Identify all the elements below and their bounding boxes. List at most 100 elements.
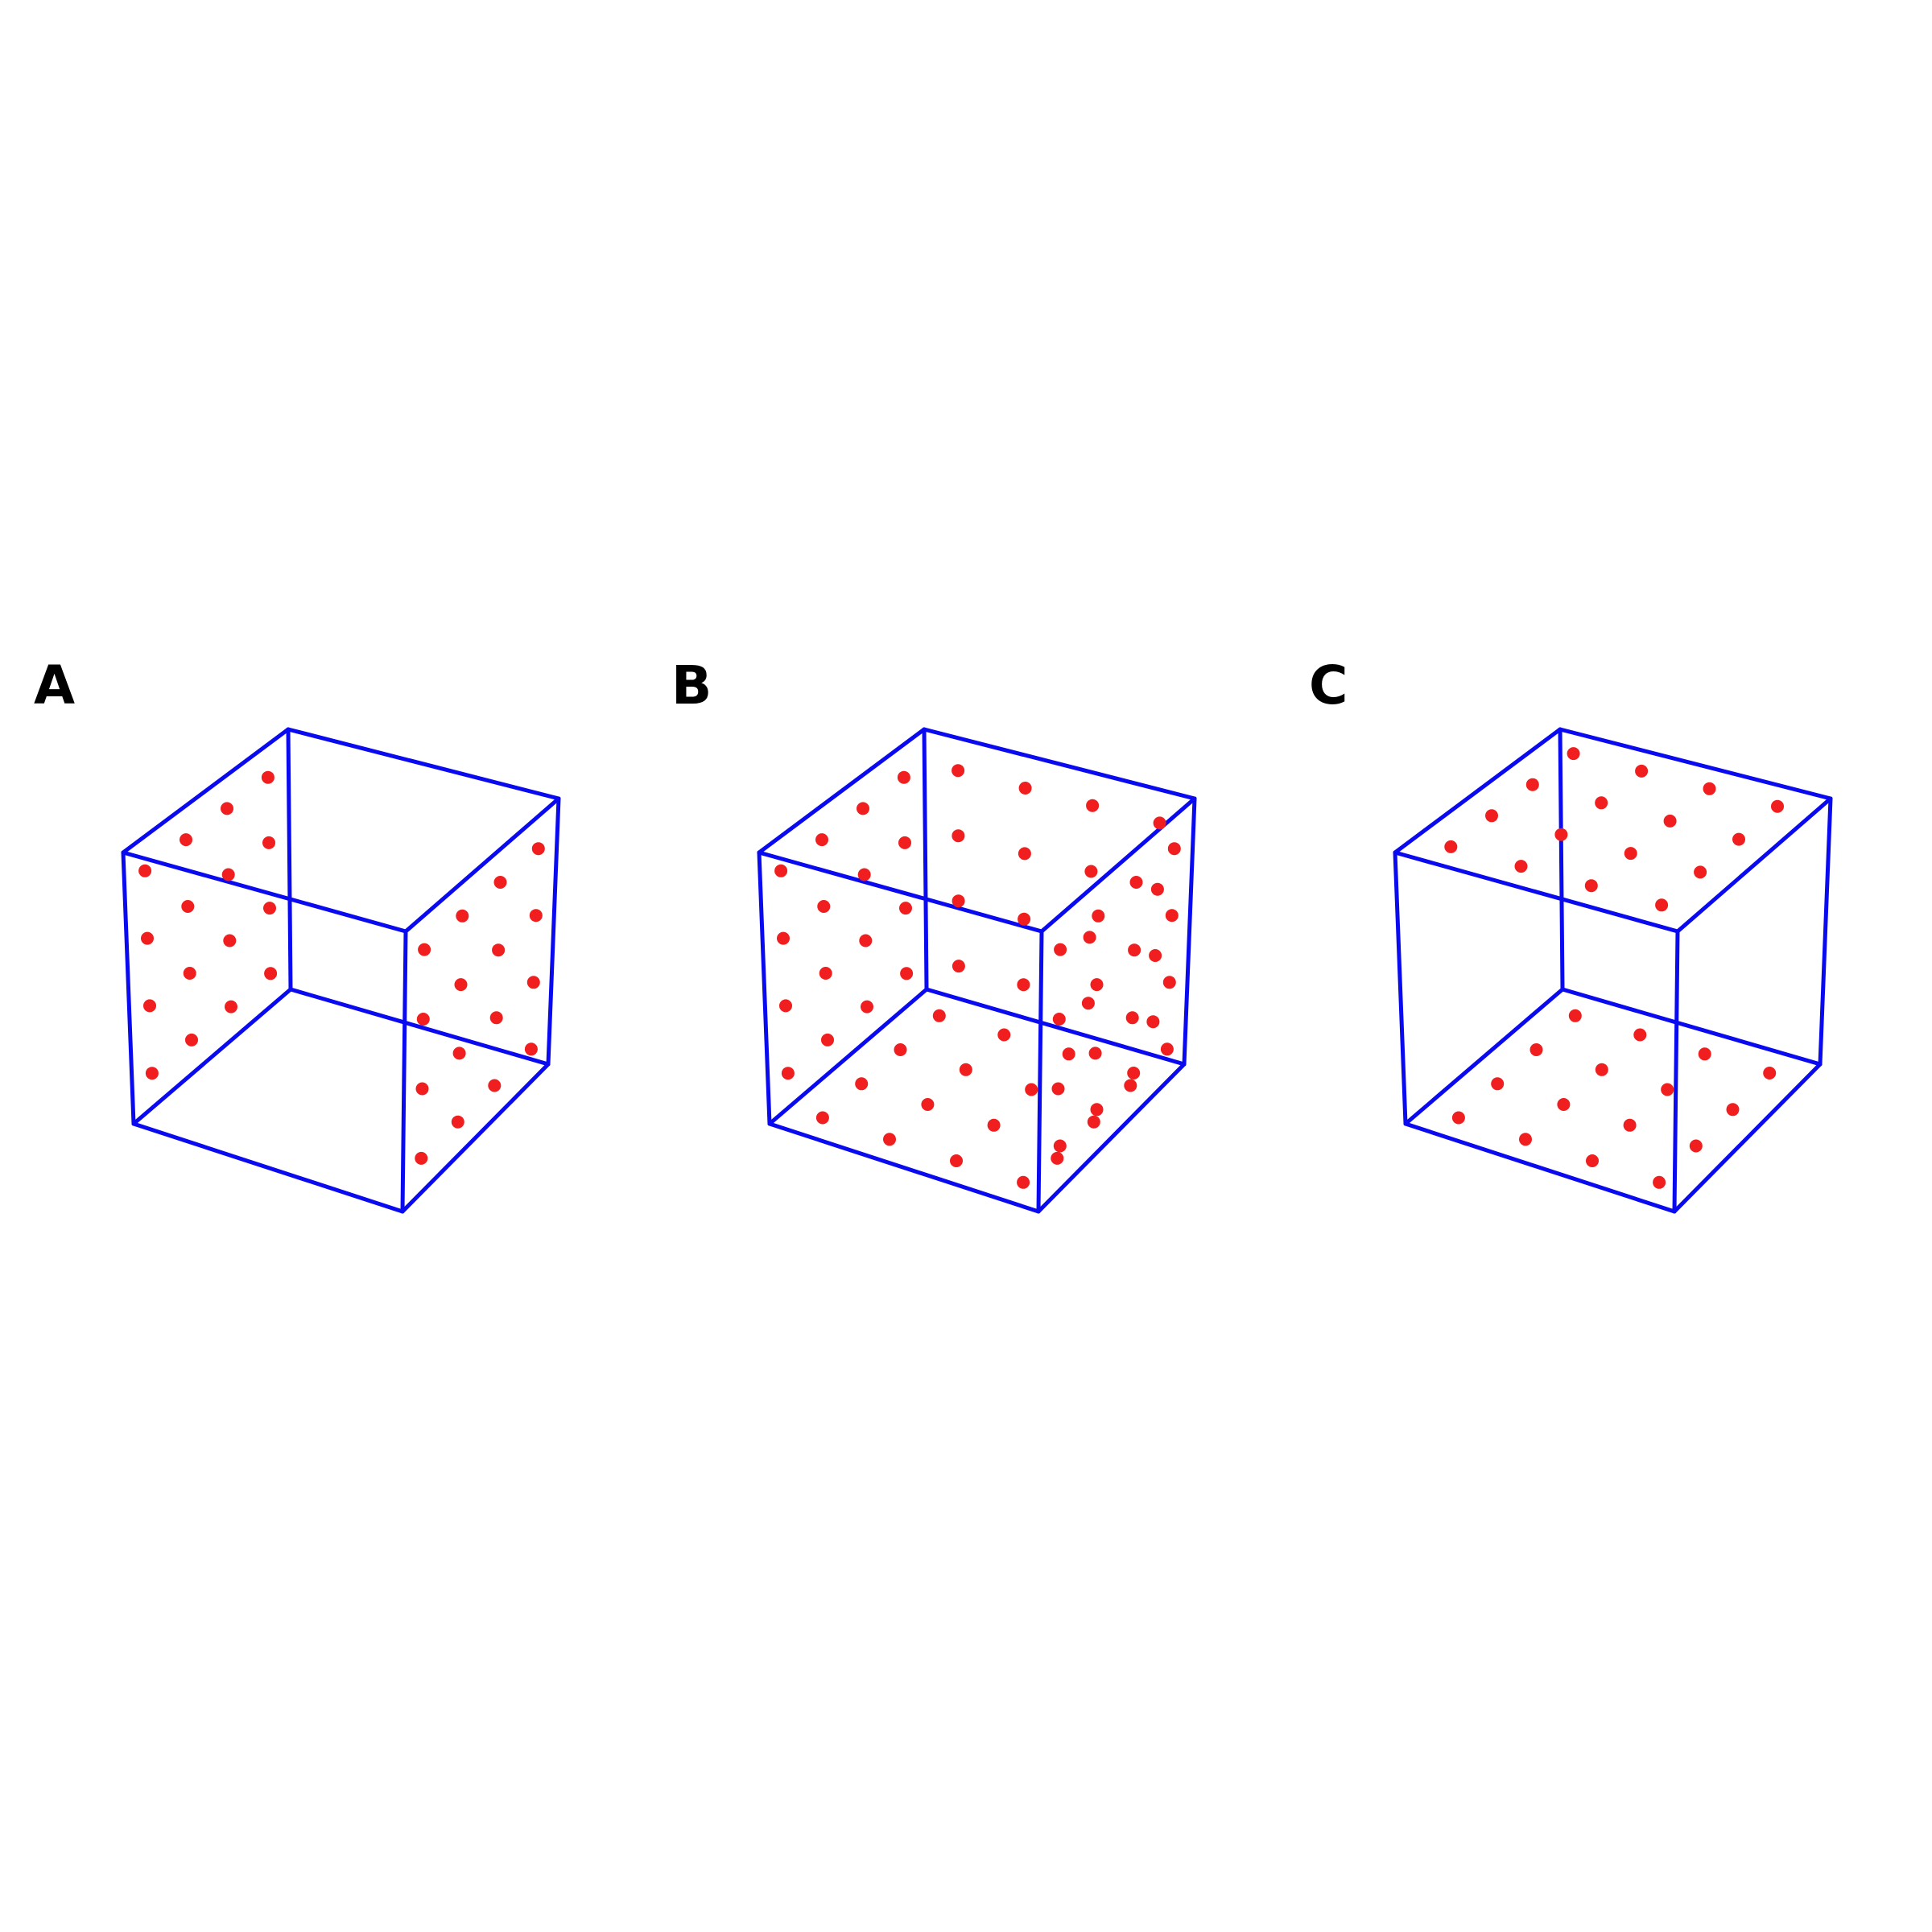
red-dots-b xyxy=(774,764,1181,1189)
cube-edge-fbr-bbr xyxy=(400,1062,551,1214)
red-dots-a xyxy=(138,770,545,1165)
dot-bottom-face xyxy=(1025,1083,1038,1096)
dot-left-face xyxy=(861,1000,873,1013)
dot-bottom-face xyxy=(1451,1111,1465,1125)
dot-bottom-face xyxy=(1595,1063,1608,1076)
dot-top-face xyxy=(1703,782,1716,795)
dot-top-face xyxy=(1584,879,1598,893)
dot-right-face xyxy=(492,943,506,957)
dot-top-face xyxy=(1595,796,1608,810)
dot-bottom-face xyxy=(1586,1154,1599,1167)
cube-edge-ftr-btr xyxy=(403,796,561,934)
dot-top-face xyxy=(1485,809,1498,823)
dot-left-face xyxy=(221,802,233,815)
dot-bottom-face xyxy=(883,1133,896,1146)
dot-top-face xyxy=(1655,898,1669,912)
dot-back-face xyxy=(952,960,965,973)
dot-bottom-face xyxy=(987,1118,1001,1132)
dot-bottom-face xyxy=(1090,1103,1104,1117)
dot-left-face xyxy=(223,934,237,947)
dot-back-face xyxy=(952,764,965,778)
dot-right-face xyxy=(1051,1151,1064,1165)
panel-a: A xyxy=(34,654,561,1214)
dot-right-face xyxy=(1125,1011,1139,1025)
panel-c: C xyxy=(1309,654,1833,1214)
dot-right-face xyxy=(529,909,543,923)
cube-edge-fbl-ftl xyxy=(757,850,772,1126)
dot-left-face xyxy=(141,931,154,945)
cube-edge-fbr-fbl xyxy=(131,1121,405,1214)
dot-bottom-face xyxy=(1623,1118,1637,1132)
dot-right-face xyxy=(531,842,545,856)
cube-edge-fbl-bbl xyxy=(767,987,929,1126)
cube-edge-ftr-btr xyxy=(1039,796,1197,934)
dot-right-face xyxy=(1165,909,1179,923)
cube-edge-fbr-fbl xyxy=(1403,1121,1677,1214)
panel-label-b: B xyxy=(671,654,712,716)
dot-top-face xyxy=(1554,828,1568,841)
dot-right-face xyxy=(1088,1046,1102,1060)
dot-bottom-face xyxy=(1653,1175,1666,1189)
dot-top-face xyxy=(1624,847,1637,861)
dot-back-face xyxy=(1018,847,1031,861)
dot-bottom-face xyxy=(894,1043,907,1056)
dot-left-face xyxy=(819,967,832,980)
cube-edge-ftr-fbr xyxy=(1036,929,1044,1214)
cube-edge-bbl-btl xyxy=(1558,727,1565,992)
cube-edge-btl-btr xyxy=(286,727,561,801)
dot-bottom-face xyxy=(1689,1139,1703,1153)
dot-bottom-face xyxy=(855,1077,869,1091)
dot-right-face xyxy=(1129,876,1143,889)
dot-top-face xyxy=(1732,832,1745,846)
dot-bottom-face xyxy=(932,1009,946,1022)
dot-left-face xyxy=(221,868,235,881)
dot-left-face xyxy=(779,999,792,1013)
dot-back-face xyxy=(1150,882,1164,896)
dot-right-face xyxy=(488,1079,502,1092)
cube-edge-fbr-bbr xyxy=(1672,1062,1823,1214)
dot-left-face xyxy=(857,868,871,881)
dot-right-face xyxy=(524,1042,538,1056)
cube-edge-btl-btr xyxy=(1558,727,1833,801)
dot-back-face xyxy=(952,894,965,908)
cube-edge-bbl-btl xyxy=(286,727,293,992)
cube-edge-fbl-ftl xyxy=(1393,850,1408,1126)
cube-edge-fbl-bbl xyxy=(131,987,293,1126)
dot-right-face xyxy=(493,876,507,889)
panel-label-c: C xyxy=(1309,654,1348,716)
dot-bottom-face xyxy=(1568,1009,1582,1022)
dot-bottom-face xyxy=(1017,1175,1030,1189)
dot-top-face xyxy=(1525,778,1539,791)
dot-top-face xyxy=(1663,814,1677,828)
cube-edge-bbl-btl xyxy=(922,727,929,992)
dot-right-face xyxy=(1128,943,1141,957)
cube-edge-btr-bbr xyxy=(1182,796,1197,1067)
cube-edge-fbr-fbl xyxy=(767,1121,1041,1214)
dot-left-face xyxy=(815,833,828,847)
dot-top-face xyxy=(1771,799,1784,813)
dot-left-face xyxy=(857,802,869,815)
cube-edge-fbl-ftl xyxy=(121,850,136,1126)
dot-right-face xyxy=(1087,1115,1100,1129)
dot-right-face xyxy=(452,1046,466,1060)
cube-edge-btl-btr xyxy=(922,727,1197,801)
dot-left-face xyxy=(897,770,910,784)
dot-bottom-face xyxy=(1633,1028,1647,1042)
cube-edge-ftr-btr xyxy=(1675,796,1833,934)
dot-back-face xyxy=(1017,978,1030,992)
dot-left-face xyxy=(774,864,788,877)
dot-top-face xyxy=(1514,860,1528,873)
red-dots-c xyxy=(1444,747,1784,1189)
cube-wireframe-c xyxy=(1393,727,1833,1214)
dot-bottom-face xyxy=(959,1063,972,1076)
dot-left-face xyxy=(181,900,195,913)
dot-right-face xyxy=(1124,1079,1137,1092)
dot-right-face xyxy=(1052,1013,1066,1026)
cube-edge-ftl-btl xyxy=(121,727,291,855)
dot-right-face xyxy=(1092,909,1105,923)
dot-bottom-face xyxy=(1661,1083,1674,1096)
cube-edge-fbr-bbr xyxy=(1036,1062,1187,1214)
dot-right-face xyxy=(1051,1082,1065,1096)
panel-b: B xyxy=(671,654,1197,1214)
